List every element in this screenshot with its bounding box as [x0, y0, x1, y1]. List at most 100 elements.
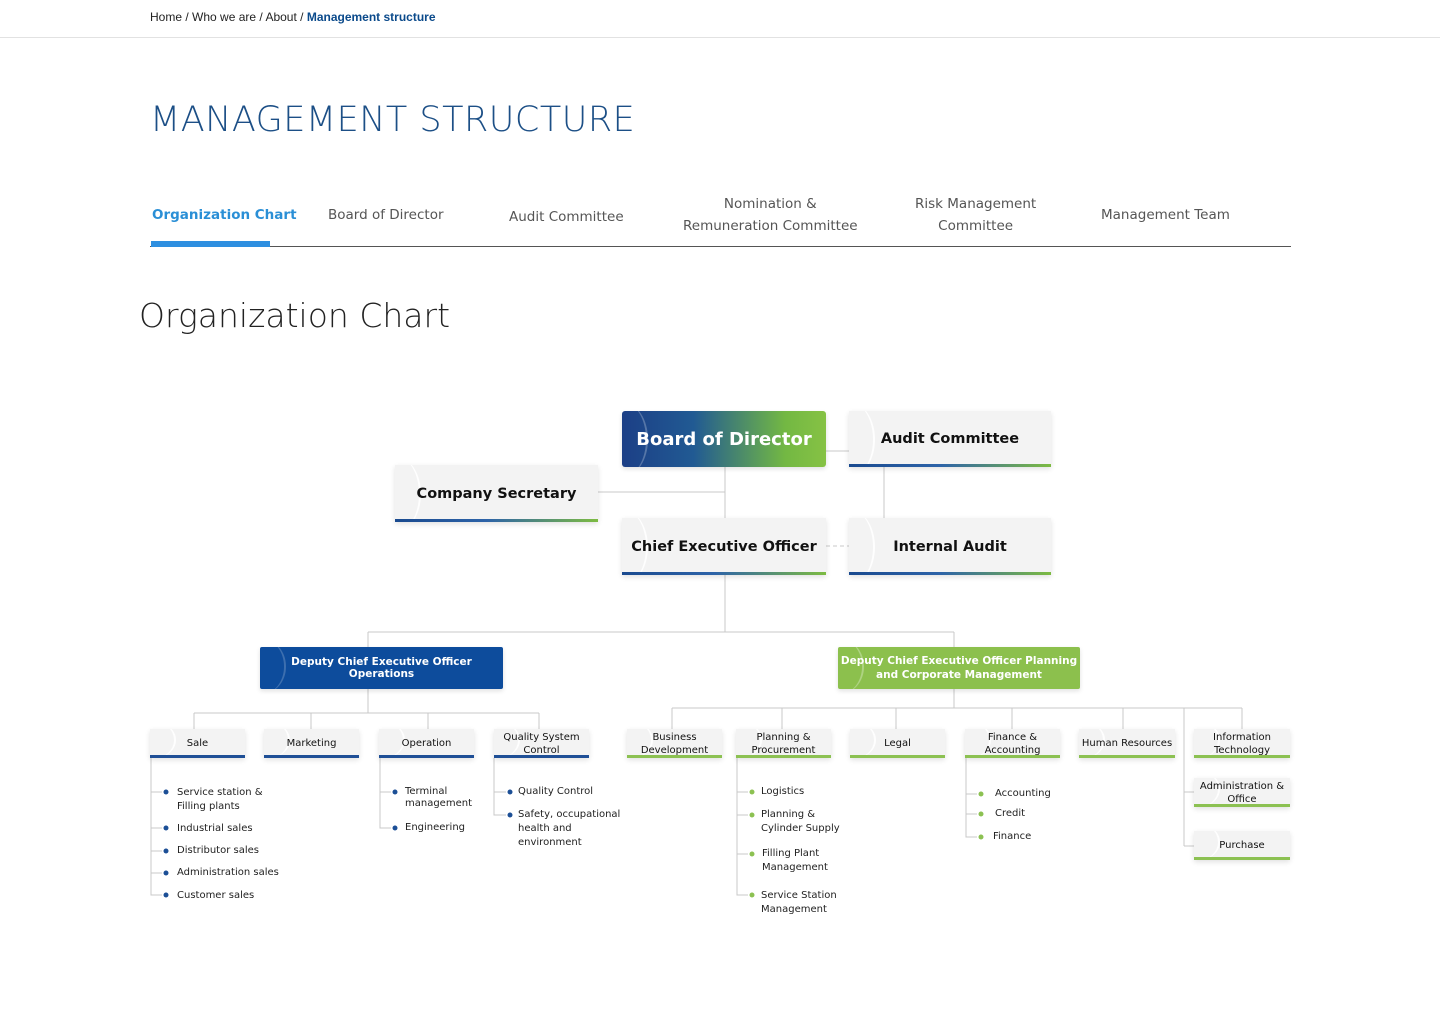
node-label: Human Resources	[1081, 738, 1173, 749]
node-label: Board of Director	[636, 428, 812, 450]
node-accent-bar	[850, 755, 945, 758]
node-label-line: Information	[1213, 731, 1271, 743]
sub-item-line: environment	[518, 837, 582, 848]
sub-item-service-station-management: Service Station Management	[761, 889, 837, 917]
sub-item-line: management	[405, 798, 472, 809]
sub-item-terminal-management: Terminal management	[405, 786, 472, 810]
org-node-deputy-ceo-operations: Deputy Chief Executive Officer Operation…	[260, 647, 503, 689]
sub-item-line: Management	[761, 904, 827, 915]
section-title: Organization Chart	[139, 296, 451, 335]
breadcrumb-who-we-are-link[interactable]: Who we are	[192, 10, 257, 24]
active-tab-indicator	[151, 241, 270, 247]
node-label-line: Planning &	[756, 731, 811, 743]
sub-item-service-station-filling-plants: Service station & Filling plants	[177, 786, 263, 814]
node-label: Internal Audit	[893, 538, 1007, 555]
node-accent-bar	[264, 755, 359, 758]
sub-item-industrial-sales: Industrial sales	[177, 823, 253, 834]
node-label-line: Quality System	[503, 731, 580, 743]
tab-organization-chart[interactable]: Organization Chart	[152, 207, 297, 223]
node-accent-bar	[379, 755, 474, 758]
node-label: Audit Committee	[880, 431, 1020, 447]
tab-label-line: Nomination &	[723, 196, 817, 212]
sub-item-logistics: Logistics	[761, 786, 805, 797]
org-node-marketing: Marketing	[264, 729, 359, 758]
sub-item-administration-sales: Administration sales	[177, 867, 279, 878]
node-accent-bar	[736, 755, 831, 758]
org-node-finance-accounting: Finance & Accounting	[965, 729, 1060, 758]
node-label-line: Deputy Chief Executive Officer Planning	[840, 655, 1078, 667]
sub-item-line: health and	[518, 823, 572, 834]
tab-audit-committee[interactable]: Audit Committee	[509, 209, 624, 225]
org-node-chief-executive-officer: Chief Executive Officer	[622, 518, 826, 575]
page-title: MANAGEMENT STRUCTURE	[150, 100, 636, 140]
node-label-line: Technology	[1213, 744, 1270, 756]
org-node-audit-committee: Audit Committee	[849, 411, 1051, 467]
org-node-purchase: Purchase	[1194, 831, 1290, 860]
tab-label-line: Risk Management	[915, 196, 1037, 212]
org-node-information-technology: Information Technology	[1194, 729, 1290, 758]
org-node-legal: Legal	[850, 729, 945, 758]
node-label: Legal	[884, 738, 911, 749]
org-node-internal-audit: Internal Audit	[849, 518, 1051, 575]
breadcrumb-separator: /	[185, 10, 189, 24]
node-accent-bar	[1194, 755, 1290, 758]
sub-item-quality-control: Quality Control	[518, 786, 594, 797]
sub-item-line: Cylinder Supply	[761, 823, 840, 834]
node-accent-bar	[395, 519, 598, 522]
org-node-administration-office: Administration & Office	[1194, 778, 1290, 807]
sub-item-line: Terminal	[405, 786, 448, 797]
breadcrumb-home-link[interactable]: Home	[150, 10, 183, 24]
org-node-sale: Sale	[150, 729, 245, 758]
node-label-line: Business	[652, 731, 697, 743]
node-label: Operation	[401, 738, 452, 749]
org-node-quality-system-control: Quality System Control	[494, 729, 589, 758]
sub-item-line: Service station &	[177, 787, 263, 798]
sub-item-line: Management	[762, 862, 828, 873]
node-label: Purchase	[1219, 840, 1265, 851]
org-node-board-of-director: Board of Director	[622, 411, 826, 467]
breadcrumb-about-link[interactable]: About	[265, 10, 297, 24]
sub-item-credit: Credit	[995, 808, 1026, 819]
sub-item-engineering: Engineering	[405, 822, 465, 833]
org-node-human-resources: Human Resources	[1079, 729, 1175, 758]
node-accent-bar	[965, 755, 1060, 758]
org-node-operation: Operation	[379, 729, 474, 758]
tab-board-of-director[interactable]: Board of Director	[328, 207, 444, 223]
tab-management-team[interactable]: Management Team	[1101, 207, 1230, 223]
sub-item-line: Safety, occupational	[518, 809, 621, 820]
sub-item-planning-cylinder-supply: Planning & Cylinder Supply	[761, 808, 840, 836]
sub-item-accounting: Accounting	[995, 788, 1051, 799]
org-node-business-development: Business Development	[627, 729, 722, 758]
node-label: Marketing	[286, 738, 337, 749]
node-accent-bar	[627, 755, 722, 758]
breadcrumb-separator: /	[259, 10, 263, 24]
tab-nomination-remuneration-committee[interactable]: Nomination & Remuneration Committee	[683, 193, 858, 237]
node-accent-bar	[494, 755, 589, 758]
node-label-line: Control	[523, 744, 560, 756]
sub-item-safety-occupational-health: Safety, occupational health and environm…	[518, 808, 620, 850]
node-accent-bar	[1194, 804, 1290, 807]
sub-item-finance: Finance	[993, 831, 1032, 842]
sub-item-line: Planning &	[761, 809, 816, 820]
breadcrumb-current: Management structure	[306, 10, 436, 24]
node-label-line: Office	[1227, 793, 1257, 805]
node-label-line: Administration &	[1199, 780, 1285, 792]
node-label: Sale	[186, 738, 209, 749]
node-label: Deputy Chief Executive Officer Operation…	[291, 656, 472, 680]
node-accent-bar	[1194, 857, 1290, 860]
node-label-line: Finance &	[987, 731, 1038, 743]
tab-risk-management-committee[interactable]: Risk Management Committee	[915, 193, 1036, 237]
node-accent-bar	[849, 464, 1051, 467]
node-label-line: Development	[640, 744, 709, 756]
sub-item-filling-plant-management: Filling Plant Management	[762, 847, 828, 875]
sub-item-line: Filling Plant	[762, 848, 820, 859]
tab-label-line: Committee	[938, 218, 1014, 234]
node-label-line: Accounting	[984, 744, 1041, 756]
tabs-divider	[150, 246, 1291, 247]
node-accent-bar	[622, 572, 826, 575]
node-label-line: Procurement	[751, 744, 816, 756]
org-node-planning-procurement: Planning & Procurement	[736, 729, 831, 758]
node-accent-bar	[849, 572, 1051, 575]
org-node-company-secretary: Company Secretary	[395, 465, 598, 522]
